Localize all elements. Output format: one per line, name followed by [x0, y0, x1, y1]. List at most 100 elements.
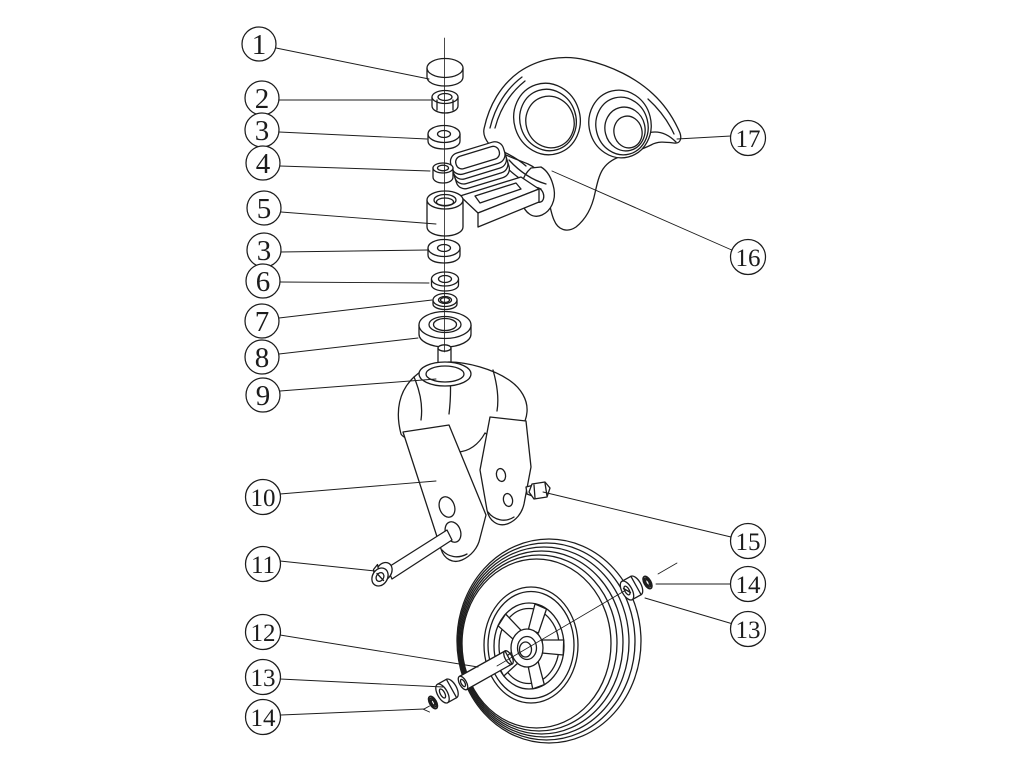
arm-boss — [426, 190, 464, 237]
callout-circle — [729, 119, 767, 157]
leader-line-9 — [279, 378, 437, 392]
wheel-spoke — [527, 603, 548, 634]
leader-line-4 — [279, 165, 431, 172]
callout-number: 5 — [257, 193, 272, 225]
callout-2: 2 — [244, 80, 280, 116]
callout-circle — [729, 238, 767, 276]
frame-tube-ring-left — [513, 82, 581, 156]
axle-centerline-segment — [657, 562, 678, 575]
callout-circle — [244, 613, 282, 651]
callout-number: 3 — [257, 235, 272, 267]
leader-line-11 — [279, 560, 376, 572]
callout-number: 4 — [256, 148, 271, 180]
washer-part-14-right — [642, 575, 653, 590]
spacer-part-13-left — [435, 678, 459, 704]
callout-number: 2 — [255, 83, 270, 115]
callout-3b: 3 — [246, 232, 282, 268]
callout-13-right: 13 — [729, 610, 767, 648]
drawing-root: 1 2 3 4 5 3 6 — [241, 26, 767, 744]
leader-line-6 — [279, 281, 430, 284]
pivot-arm-part — [459, 176, 540, 228]
callout-circle — [245, 145, 281, 181]
leader-line-3a — [278, 131, 428, 140]
callout-number: 1 — [252, 29, 267, 61]
leader-line-7 — [278, 299, 433, 319]
callout-circle — [246, 190, 282, 226]
callout-circle — [244, 478, 282, 516]
frame-pad-part — [449, 141, 511, 190]
leader-line-15 — [542, 491, 732, 538]
spacer-part-13-right — [619, 575, 644, 601]
callout-6: 6 — [245, 263, 281, 299]
leader-line-16 — [551, 170, 735, 252]
fork-hole — [502, 492, 514, 508]
callout-number: 7 — [255, 306, 270, 338]
callout-8: 8 — [244, 339, 280, 375]
callout-circle — [244, 698, 282, 736]
washer-part-14-left — [427, 695, 439, 710]
washer-part-upper — [427, 124, 461, 150]
leader-arrowhead — [423, 705, 430, 713]
callout-14-right: 14 — [729, 565, 767, 603]
leader-lines — [275, 47, 735, 716]
bearing-washer-part-8 — [418, 310, 472, 348]
callout-12: 12 — [244, 613, 282, 651]
callout-circle — [245, 377, 281, 413]
callout-7: 7 — [244, 303, 280, 339]
callout-10: 10 — [244, 478, 282, 516]
leader-line-17 — [676, 135, 732, 140]
callout-13-left: 13 — [244, 658, 282, 696]
arm-slot — [474, 182, 522, 204]
fork-hole — [495, 467, 507, 483]
callout-number: 6 — [256, 266, 271, 298]
caster-fork-part — [397, 361, 532, 563]
leader-line-14-left — [280, 708, 425, 716]
axle-part-12 — [457, 650, 514, 691]
frame-tube-ring-right — [588, 89, 652, 159]
fork-hole — [438, 496, 456, 518]
callout-14-left: 14 — [244, 698, 282, 736]
callout-number: 3 — [255, 115, 270, 147]
callout-circle — [244, 339, 280, 375]
callout-9: 9 — [245, 377, 281, 413]
leader-line-10 — [279, 480, 437, 495]
leader-line-5 — [280, 211, 437, 225]
cap-part — [426, 57, 464, 87]
callout-circle — [245, 263, 281, 299]
lock-nut-part — [431, 89, 459, 114]
callout-circle — [729, 565, 767, 603]
callout-circle — [729, 522, 767, 560]
spacer-part-4 — [432, 162, 454, 184]
callout-11: 11 — [244, 545, 282, 583]
axle-centerline — [496, 589, 627, 667]
callout-1: 1 — [241, 26, 277, 62]
leader-line-8 — [278, 337, 419, 355]
leader-line-13-right — [644, 597, 734, 625]
callout-circle — [244, 658, 282, 696]
callout-circle — [244, 303, 280, 339]
fork-right-leg — [479, 416, 532, 526]
fork-left-leg — [402, 424, 487, 563]
callout-15: 15 — [729, 522, 767, 560]
washer-part-mid — [427, 238, 461, 264]
callout-number: 13 — [251, 665, 276, 692]
leader-line-13-left — [279, 678, 444, 688]
frame-housing-part — [483, 56, 682, 231]
callout-number: 17 — [736, 126, 761, 153]
socket-bolt-part-11 — [371, 529, 453, 587]
callout-number: 14 — [736, 572, 762, 599]
leader-line-1 — [275, 47, 430, 80]
hex-bolt-part-15 — [525, 481, 551, 500]
callout-number: 9 — [256, 380, 271, 412]
callout-number: 12 — [251, 620, 276, 647]
callout-3a: 3 — [244, 112, 280, 148]
callouts: 1 2 3 4 5 3 6 — [241, 26, 767, 736]
callout-number: 13 — [736, 617, 761, 644]
callout-circle — [729, 610, 767, 648]
leader-line-12 — [279, 634, 479, 668]
wheel-spoke — [541, 639, 565, 656]
callout-number: 11 — [251, 552, 275, 579]
callout-circle — [244, 545, 282, 583]
